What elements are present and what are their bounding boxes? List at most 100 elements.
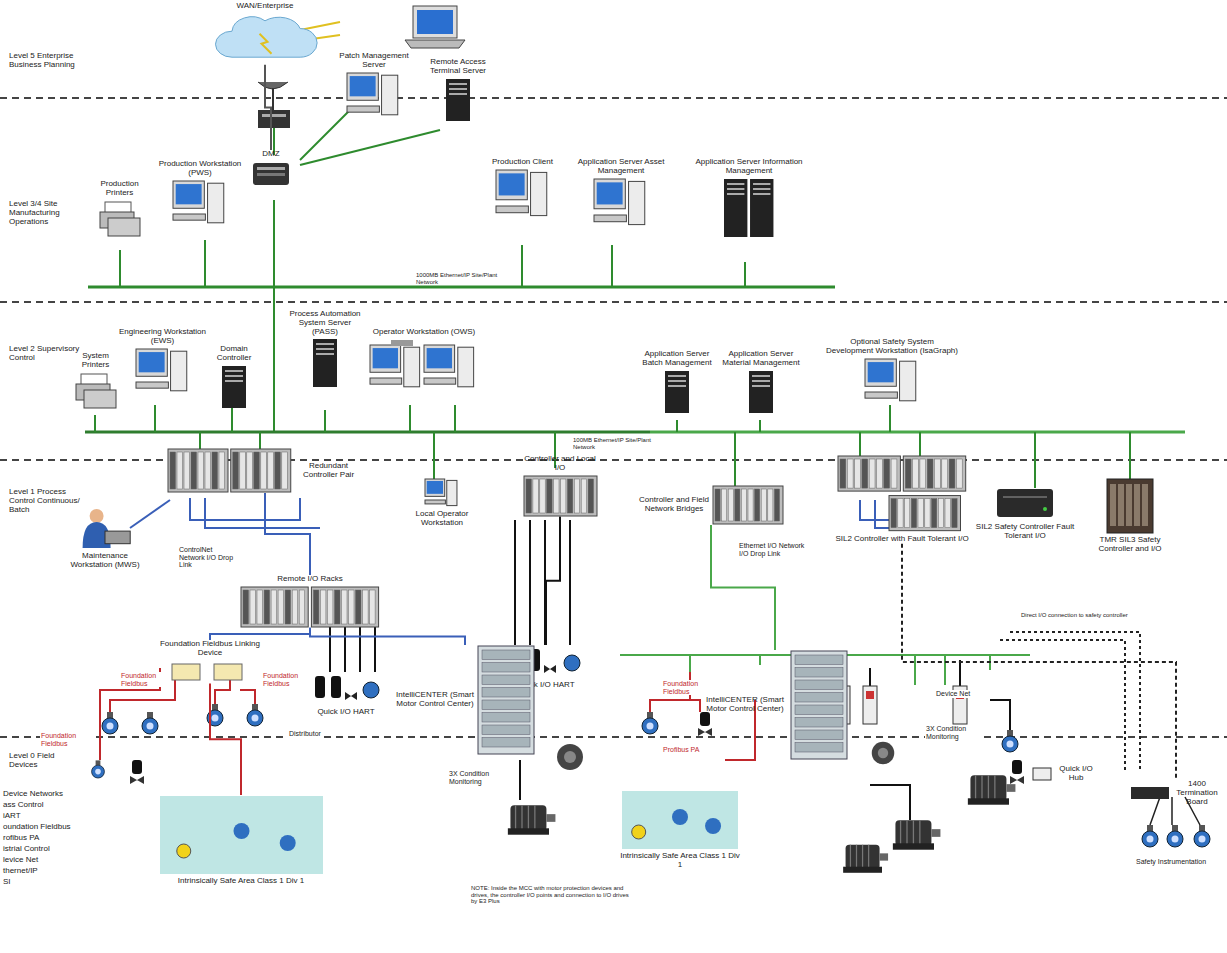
device-label: Application Server Batch Management xyxy=(638,350,716,368)
person-icon xyxy=(77,508,133,550)
device-label: Controller and Field Network Bridges xyxy=(638,496,710,514)
pc-icon xyxy=(172,180,228,226)
text-group: IntelliCENTER (Smart Motor Control Cente… xyxy=(395,691,475,709)
pc-icon xyxy=(424,478,460,508)
server2-icon xyxy=(723,178,775,238)
device-node: Quick I/O Hub xyxy=(1030,765,1100,783)
annotation-label: 3X Condition Monitoring xyxy=(448,770,502,785)
annotation-label: 3X Condition Monitoring xyxy=(925,725,979,740)
text-group: Foundation Fieldbus Linking Device xyxy=(150,640,270,658)
text-group: Application Server Information Managemen… xyxy=(690,158,808,176)
annotation-label: Safety Instrumentation xyxy=(1135,858,1207,866)
device-label: Engineering Workstation (EWS) xyxy=(115,328,210,346)
device-label: Controller and Local I/O xyxy=(518,455,602,473)
pc-icon xyxy=(864,358,920,404)
text-group: Application Server Material Management xyxy=(720,350,802,368)
device-node: IntelliCENTER (Smart Motor Control Cente… xyxy=(393,645,537,755)
text-group: Engineering Workstation (EWS) xyxy=(115,328,210,346)
text-group: TMR SIL3 Safety Controller and I/O xyxy=(1082,536,1178,554)
annotation-label: Level 1 Process Control Continuous/ Batc… xyxy=(8,488,82,514)
text-group: IntelliCENTER (Smart Motor Control Cente… xyxy=(702,696,788,714)
device-label: Intrinsically Safe Area Class 1 Div 1 xyxy=(618,852,742,870)
device-label: Local Operator Workstation xyxy=(396,510,488,528)
device-node: Local Operator Workstation xyxy=(396,478,488,528)
device-label: WAN/Enterprise xyxy=(236,2,293,11)
annotation-label: istrial Control xyxy=(2,845,51,854)
annotation-label: Distributor xyxy=(288,730,322,738)
device-label: Process Automation System Server (PASS) xyxy=(288,310,362,336)
device-node: WAN/Enterprise xyxy=(205,2,325,65)
device-node: SIL2 Safety Controller Fault Tolerant I/… xyxy=(975,485,1075,541)
device-node: IntelliCENTER (Smart Motor Control Cente… xyxy=(700,650,850,760)
device-label: IntelliCENTER (Smart Motor Control Cente… xyxy=(395,691,475,709)
device-node: TMR SIL3 Safety Controller and I/O xyxy=(1082,478,1178,554)
annotation-label: NOTE: Inside the MCC with motor protecti… xyxy=(470,885,632,905)
server-icon xyxy=(748,370,774,414)
area-icon xyxy=(159,795,324,875)
device-label: Maintenance Workstation (MWS) xyxy=(68,552,142,570)
annotation-label: 100MB Ethernet/IP Site/Plant Network xyxy=(572,437,674,450)
annotation-label: oundation Fieldbus xyxy=(2,823,72,832)
annotation-label: Foundation Fieldbus xyxy=(262,672,312,687)
device-label: TMR SIL3 Safety Controller and I/O xyxy=(1082,536,1178,554)
device-label: Patch Management Server xyxy=(328,52,420,70)
text-group: Remote Access Terminal Server xyxy=(418,58,498,76)
device-label: Quick I/O HART xyxy=(317,708,374,717)
device-label: Application Server Information Managemen… xyxy=(690,158,808,176)
device-label: Foundation Fieldbus Linking Device xyxy=(150,640,270,658)
network-connector xyxy=(210,628,310,640)
device-node: Patch Management Server xyxy=(328,52,420,118)
annotation-label: Level 0 Field Devices xyxy=(8,752,74,770)
hub-icon xyxy=(1032,767,1052,781)
text-group: Intrinsically Safe Area Class 1 Div 1 xyxy=(178,877,304,886)
text-group: SIL2 Controller with Fault Tolerant I/O xyxy=(835,535,968,544)
device-node: Production Printers xyxy=(92,180,147,240)
annotation-label: ControlNet Network I/O Drop Link xyxy=(178,546,240,569)
pc-icon xyxy=(593,178,649,228)
printer-icon xyxy=(99,200,141,240)
rack2-icon xyxy=(167,448,292,493)
annotation-label: Foundation Fieldbus xyxy=(662,680,714,695)
device-node: Remote I/O Racks xyxy=(235,575,385,628)
text-group: DMZ xyxy=(262,150,279,159)
mcc-icon xyxy=(790,650,848,760)
cabinet-icon xyxy=(1106,478,1154,534)
device-label: Domain Controller xyxy=(205,345,263,363)
network-connector xyxy=(210,684,241,795)
device-node: Engineering Workstation (EWS) xyxy=(115,328,210,394)
device-node: Controller and Field Network Bridges xyxy=(636,485,786,525)
rack-icon xyxy=(523,475,598,517)
device-label: 1400 Termination Board xyxy=(1172,780,1222,806)
annotation-label: 1000MB Ethernet/IP Site/Plant Network xyxy=(415,272,517,285)
text-group: SIL2 Safety Controller Fault Tolerant I/… xyxy=(975,523,1075,541)
device-node: Production Workstation (PWS) xyxy=(150,160,250,226)
text-group: Quick I/O Hub xyxy=(1054,765,1098,783)
device-label: SIL2 Safety Controller Fault Tolerant I/… xyxy=(975,523,1075,541)
device-label: DMZ xyxy=(262,150,279,159)
device-node: DMZ xyxy=(240,150,302,187)
annotation-label: Profibus PA xyxy=(662,746,700,754)
network-connector xyxy=(902,544,1176,780)
device-label: Quick I/O Hub xyxy=(1054,765,1098,783)
rack2-icon xyxy=(240,586,380,628)
device-node: Controller and Local I/O xyxy=(518,455,602,517)
device-label: Intrinsically Safe Area Class 1 Div 1 xyxy=(178,877,304,886)
annotation-label: iART xyxy=(2,812,22,821)
text-group: Application Server Asset Management xyxy=(565,158,677,176)
text-group: Production Client xyxy=(492,158,553,167)
device-node: Production Client xyxy=(490,158,555,219)
network-connector xyxy=(546,517,560,645)
text-group: Quick I/O HART xyxy=(317,708,374,717)
annotation-label: Device Net xyxy=(935,690,971,698)
device-label: Operator Workstation (OWS) xyxy=(373,328,476,337)
device-node: SIL2 Controller with Fault Tolerant I/O xyxy=(832,455,972,544)
area-icon xyxy=(621,790,739,850)
text-group: Production Workstation (PWS) xyxy=(150,160,250,178)
device-node: Intrinsically Safe Area Class 1 Div 1 xyxy=(618,790,742,870)
text-group: Optional Safety System Development Works… xyxy=(826,338,958,356)
server-icon xyxy=(445,78,471,122)
pc-icon xyxy=(495,169,551,219)
annotation-label: Level 5 Enterprise Business Planning xyxy=(8,52,88,70)
device-node: Application Server Batch Management xyxy=(638,350,716,414)
device-node: Maintenance Workstation (MWS) xyxy=(68,508,142,570)
